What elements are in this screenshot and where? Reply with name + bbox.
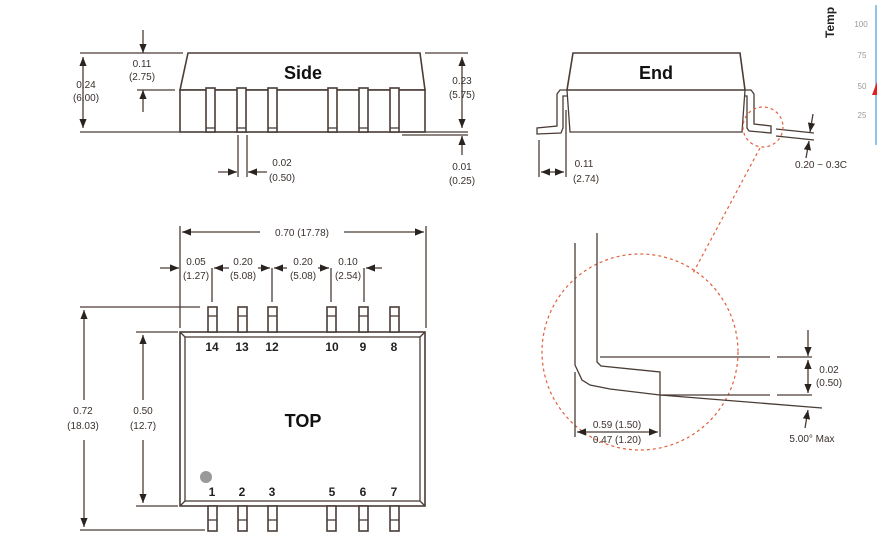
end-view: End 0.11 (2.74) 0.20 ~ 0.3C [536,52,847,276]
lead-detail-view: 0.02 (0.50) 5.00° Max 0.59 (1.50) 0.47 (… [541,233,842,451]
dim-pitch: 0.20 [233,257,253,268]
pin-label: 7 [391,485,398,499]
dim-lead-span-mm: (2.74) [573,174,599,185]
dim-lead-offset: 0.02 [819,365,839,376]
detail-callout-circle [742,106,784,148]
dim-foot-max: 0.59 (1.50) [593,420,641,431]
pin-label: 2 [239,485,246,499]
pin-label: 12 [265,340,279,354]
dim-pitch: 0.10 [338,257,358,268]
dim-total-height-mm: (6.00) [73,93,99,104]
dim-pin-width: 0.02 [272,158,292,169]
top-title: TOP [285,411,322,431]
end-title: End [639,63,673,83]
chart-tick: 50 [858,82,867,91]
top-pins [207,306,400,333]
dim-total-length: 0.72 [73,406,93,417]
top-body-outer [179,331,426,507]
chart-tick: 25 [858,111,867,120]
dim-total-height: 0.24 [76,80,96,91]
pin-label: 3 [269,485,276,499]
dim-pitch-mm: (1.27) [183,271,209,282]
dim-pin-width-mm: (0.50) [269,173,295,184]
dim-standoff-mm: (0.25) [449,176,475,187]
pin-label: 5 [329,485,336,499]
pin1-marker-dot [200,471,212,483]
chart-tick: 100 [854,20,868,29]
dim-foot-min: 0.47 (1.20) [593,435,641,446]
pin-label: 10 [325,340,339,354]
dim-angle: 5.00° Max [789,434,834,445]
dim-body-height-mm: (5.75) [449,90,475,101]
end-left-lead [536,89,567,135]
chart-tick: 75 [858,51,867,60]
dim-body-length: 0.50 [133,406,153,417]
dim-standoff: 0.01 [452,162,472,173]
dim-lead-span: 0.11 [575,159,594,170]
end-body-bottom [566,89,746,133]
top-view: 14 13 12 10 9 8 1 2 3 5 6 7 TOP 0.70 (17… [67,226,427,532]
cropped-temperature-chart: Temp 100 75 50 25 [823,5,877,145]
dim-body-height: 0.23 [452,76,472,87]
dim-pitch: 0.20 [293,257,313,268]
dim-body-length-mm: (12.7) [130,421,156,432]
side-title: Side [284,63,322,83]
dim-total-length-mm: (18.03) [67,421,99,432]
detail-magnified-circle [541,253,739,451]
chart-ylabel: Temp [823,7,837,38]
side-view: Side 0.24 (6.00) 0.11 (2.75) 0.23 (5.75)… [73,30,475,187]
dim-pitch-mm: (5.08) [230,271,256,282]
detail-callout-leader [691,147,761,276]
side-pins [205,87,400,133]
dim-upper-height: 0.11 [133,59,152,70]
dim-width: 0.70 (17.78) [275,228,329,239]
pin-label: 9 [360,340,367,354]
side-body-bottom [179,89,426,133]
dim-pitch-mm: (5.08) [290,271,316,282]
dim-upper-height-mm: (2.75) [129,72,155,83]
chart-series-mark [872,82,877,95]
pin-label: 6 [360,485,367,499]
pin-label: 8 [391,340,398,354]
pin-label: 1 [209,485,216,499]
dim-lead-offset-mm: (0.50) [816,378,842,389]
bottom-pins [207,505,400,532]
dim-lead-thickness: 0.20 ~ 0.3C [795,160,847,171]
end-right-lead [744,89,772,134]
pin-label: 13 [235,340,249,354]
dim-pitch-mm: (2.54) [335,271,361,282]
pin-label: 14 [205,340,219,354]
dim-pitch: 0.05 [186,257,206,268]
